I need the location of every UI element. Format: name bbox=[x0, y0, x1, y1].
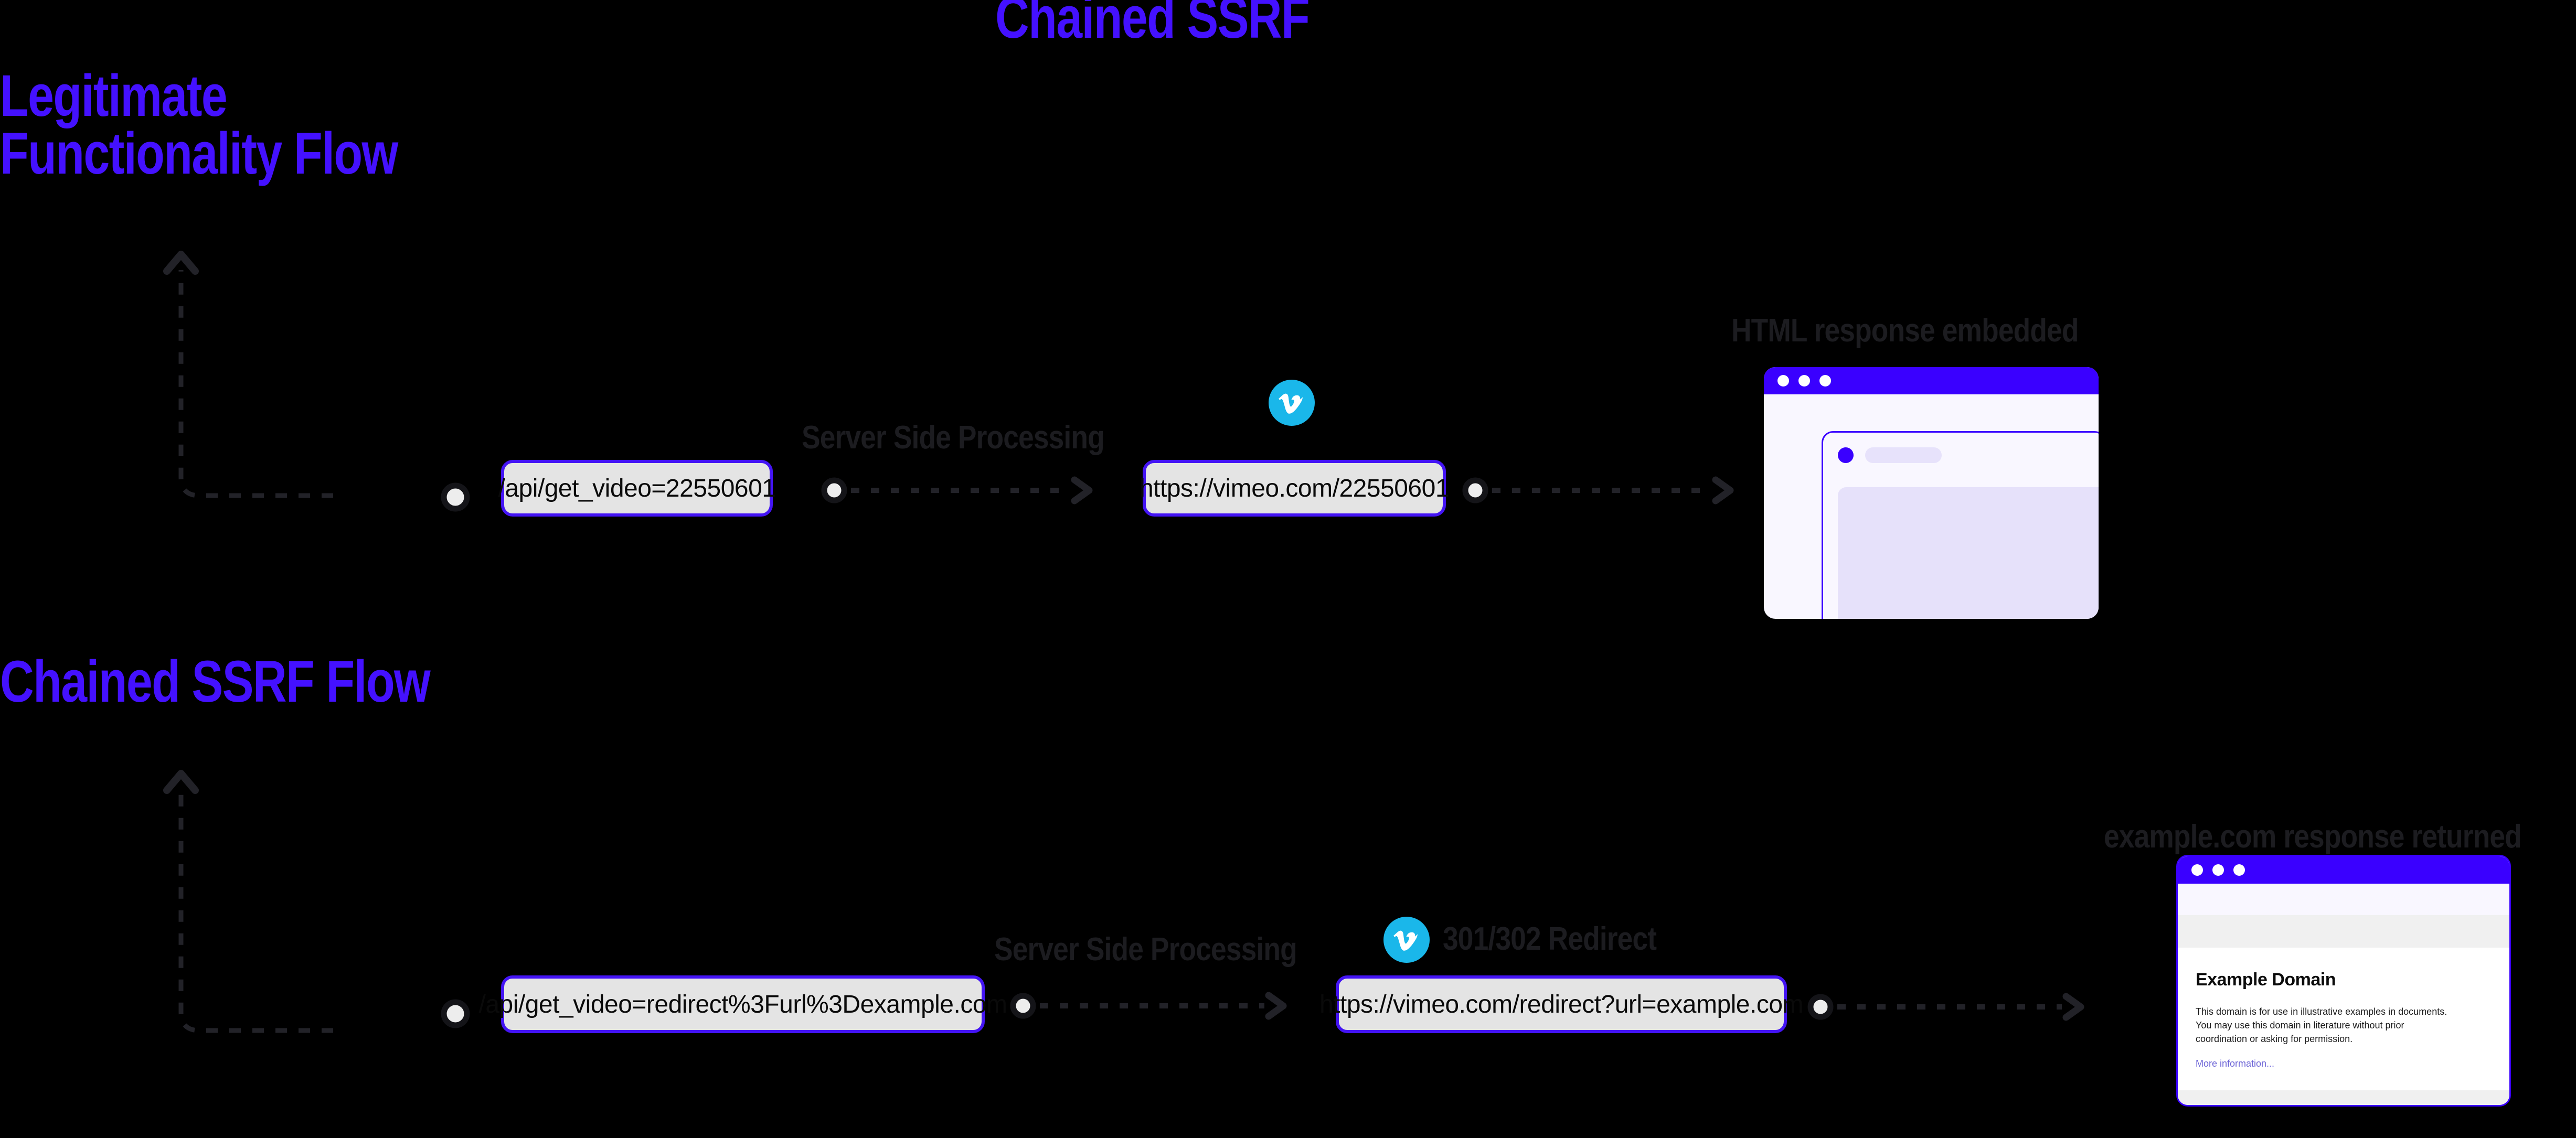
browser-dot-red bbox=[1777, 375, 1789, 387]
embedded-card-header bbox=[1823, 433, 2099, 463]
example-page-paragraph: This domain is for use in illustrative e… bbox=[2196, 1006, 2447, 1045]
server-side-processing-label-legit: Server Side Processing bbox=[802, 420, 1105, 456]
browser-dot-yellow bbox=[1798, 375, 1810, 387]
example-response-returned-label: example.com response returned bbox=[2104, 819, 2522, 855]
request-url-box-legit[interactable]: /api/get_video=22550601 bbox=[498, 460, 776, 517]
upstream-url-box-chained[interactable]: https://vimeo.com/redirect?url=example.c… bbox=[1319, 975, 1804, 1033]
section-title-legitimate: Legitimate Functionality Flow bbox=[0, 63, 398, 186]
browser-titlebar bbox=[2178, 856, 2509, 884]
browser-dot-green bbox=[2233, 864, 2245, 876]
example-page-content: Example Domain This domain is for use in… bbox=[2178, 948, 2509, 1091]
browser-dot-red bbox=[2191, 864, 2203, 876]
return-connector-legit bbox=[163, 251, 333, 498]
flow-connector-chained-2 bbox=[1807, 993, 2084, 1021]
return-connector-chained-dot bbox=[441, 999, 470, 1028]
redirect-status-label: 301/302 Redirect bbox=[1443, 921, 1657, 957]
section-title-chained: Chained SSRF Flow bbox=[0, 649, 431, 714]
server-side-processing-label-chained: Server Side Processing bbox=[994, 931, 1297, 968]
embedded-title-placeholder bbox=[1865, 447, 1942, 463]
flow-connector-legit-1 bbox=[821, 476, 1093, 504]
flow-connector-chained-1 bbox=[1010, 992, 1287, 1020]
embedded-response-browser-window bbox=[1764, 367, 2099, 619]
browser-dot-yellow bbox=[2212, 864, 2224, 876]
vimeo-icon bbox=[1383, 917, 1430, 963]
return-connector-legit-dot bbox=[441, 482, 470, 512]
request-url-box-chained[interactable]: /api/get_video=redirect%3Furl%3Dexample.… bbox=[479, 975, 1007, 1033]
html-response-embedded-label: HTML response embedded bbox=[1731, 313, 2079, 349]
more-information-link[interactable]: More information... bbox=[2196, 1058, 2275, 1069]
browser-titlebar bbox=[1764, 367, 2099, 394]
embedded-player-card bbox=[1822, 431, 2099, 619]
example-page-heading: Example Domain bbox=[2196, 970, 2336, 990]
upstream-url-box-legit[interactable]: https://vimeo.com/22550601 bbox=[1140, 460, 1450, 517]
embedded-avatar-dot bbox=[1838, 447, 1854, 463]
vimeo-icon bbox=[1269, 380, 1315, 426]
flow-connector-legit-2 bbox=[1462, 476, 1734, 504]
return-connector-chained bbox=[163, 770, 333, 1033]
page-title: Chained SSRF bbox=[995, 0, 1310, 50]
browser-toolbar-band bbox=[2178, 884, 2509, 915]
example-domain-browser-window: Example Domain This domain is for use in… bbox=[2176, 855, 2511, 1107]
embedded-video-placeholder bbox=[1838, 487, 2099, 619]
browser-dot-green bbox=[1819, 375, 1831, 387]
browser-addressbar-band bbox=[2178, 915, 2509, 948]
example-page-lower-band bbox=[2178, 1090, 2509, 1105]
